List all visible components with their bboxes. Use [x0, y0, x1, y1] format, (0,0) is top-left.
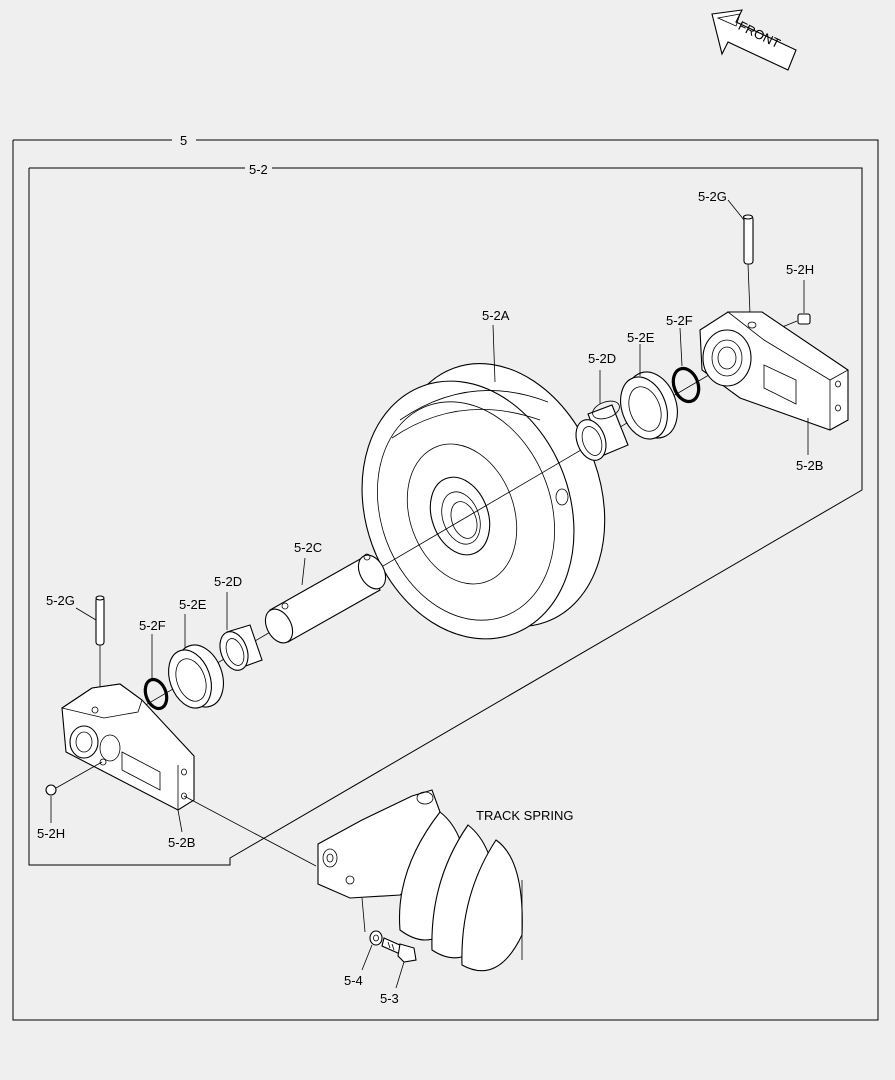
plug-left: 5-2H	[37, 761, 103, 841]
bushing-left: 5-2D	[214, 574, 263, 671]
shaft-label: 5-2C	[294, 540, 322, 555]
front-arrow: FRONT	[711, 9, 797, 71]
seal-left: 5-2E	[168, 597, 224, 709]
bracket-right-label: 5-2B	[796, 458, 823, 473]
seal-right: 5-2E	[620, 330, 678, 440]
plug-right: 5-2H	[759, 262, 814, 337]
group-5-2-label: 5-2	[249, 162, 268, 177]
bushing-right-label: 5-2D	[588, 351, 616, 366]
idler-wheel: 5-2A	[361, 308, 606, 640]
pin-left-label: 5-2G	[46, 593, 75, 608]
track-spring: TRACK SPRING	[317, 789, 574, 972]
bushing-right: 5-2D	[575, 351, 629, 461]
oring-right-label: 5-2F	[666, 313, 693, 328]
bushing-left-label: 5-2D	[214, 574, 242, 589]
bracket-left-label: 5-2B	[168, 835, 195, 850]
idler-label: 5-2A	[482, 308, 510, 323]
washer: 5-4	[344, 930, 383, 988]
track-spring-label: TRACK SPRING	[476, 808, 574, 823]
group-5-2-frame: 5-2	[28, 162, 863, 866]
oring-right: 5-2F	[666, 313, 701, 404]
bracket-right: 5-2B	[699, 311, 849, 473]
bracket-to-spring-leader	[183, 795, 317, 867]
oring-left: 5-2F	[139, 618, 169, 711]
seal-right-label: 5-2E	[627, 330, 655, 345]
oring-left-label: 5-2F	[139, 618, 166, 633]
bolt-label: 5-3	[380, 991, 399, 1006]
bolt: 5-3	[380, 937, 417, 1006]
pin-left: 5-2G	[46, 593, 105, 700]
seal-left-label: 5-2E	[179, 597, 207, 612]
bracket-left: 5-2B	[61, 683, 195, 850]
group-5-frame: 5	[12, 133, 879, 1021]
shaft: 5-2C	[264, 540, 387, 644]
pin-right-label: 5-2G	[698, 189, 727, 204]
group-5-label: 5	[180, 133, 187, 148]
washer-label: 5-4	[344, 973, 363, 988]
pin-right: 5-2G	[698, 189, 754, 315]
plug-right-label: 5-2H	[786, 262, 814, 277]
plug-left-label: 5-2H	[37, 826, 65, 841]
